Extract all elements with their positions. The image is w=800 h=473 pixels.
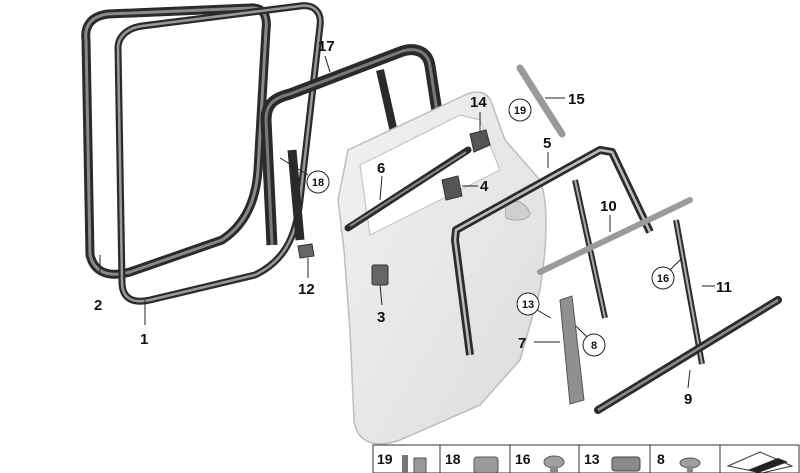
label-12: 12 [298,281,315,298]
strip-cell-18[interactable]: 18 [445,451,499,473]
door-seal-outer[interactable] [81,3,271,279]
window-frame-seal[interactable] [260,44,444,246]
callout-circle-18: 18 [306,170,330,194]
label-5: 5 [543,135,551,152]
svg-text:18: 18 [445,451,461,467]
trim-strip-part-15[interactable] [516,64,566,138]
outer-belt-strip-part-10[interactable] [537,197,693,275]
rear-door-panel[interactable] [337,91,547,445]
callout-circle-13: 13 [516,292,540,316]
svg-text:13: 13 [522,299,534,311]
label-11: 11 [716,279,732,296]
callout-circle-19: 19 [508,98,532,122]
strip-cell-gasket[interactable] [726,451,794,473]
callout-circle-8: 8 [582,333,606,357]
label-1: 1 [140,331,148,348]
channel-strip-part-11[interactable] [673,219,705,365]
label-2: 2 [94,297,102,314]
parts-strip: 19 18 16 13 8 [372,444,800,473]
strip-cell-16[interactable]: 16 [515,451,565,473]
svg-text:19: 19 [514,105,526,117]
label-7: 7 [518,335,526,352]
label-15: 15 [568,91,585,108]
label-6: 6 [377,160,385,177]
strip-cell-19[interactable]: 19 [377,451,427,473]
svg-text:8: 8 [591,340,597,352]
svg-text:18: 18 [312,177,324,189]
window-channel-part-5[interactable] [451,146,654,356]
clip-part-4[interactable] [441,175,463,201]
bracket-part-14[interactable] [469,129,491,153]
lower-seal-part-9[interactable] [594,296,782,414]
label-3: 3 [377,309,385,326]
strip-cell-8[interactable]: 8 [657,451,701,473]
svg-text:8: 8 [657,451,665,467]
inner-belt-strip[interactable] [344,146,472,232]
svg-text:19: 19 [377,451,393,467]
callout-circle-16: 16 [651,266,675,290]
label-14: 14 [470,94,487,111]
pillar-trim-part-7[interactable] [559,295,585,405]
label-17: 17 [318,38,335,55]
label-10: 10 [600,198,617,215]
grommet-part-3[interactable] [371,264,389,286]
label-4: 4 [480,178,489,195]
svg-text:16: 16 [515,451,531,467]
svg-text:13: 13 [584,451,600,467]
label-9: 9 [684,391,692,408]
svg-text:16: 16 [657,273,669,285]
block-part-12[interactable] [297,243,315,259]
strip-cell-13[interactable]: 13 [584,451,641,472]
